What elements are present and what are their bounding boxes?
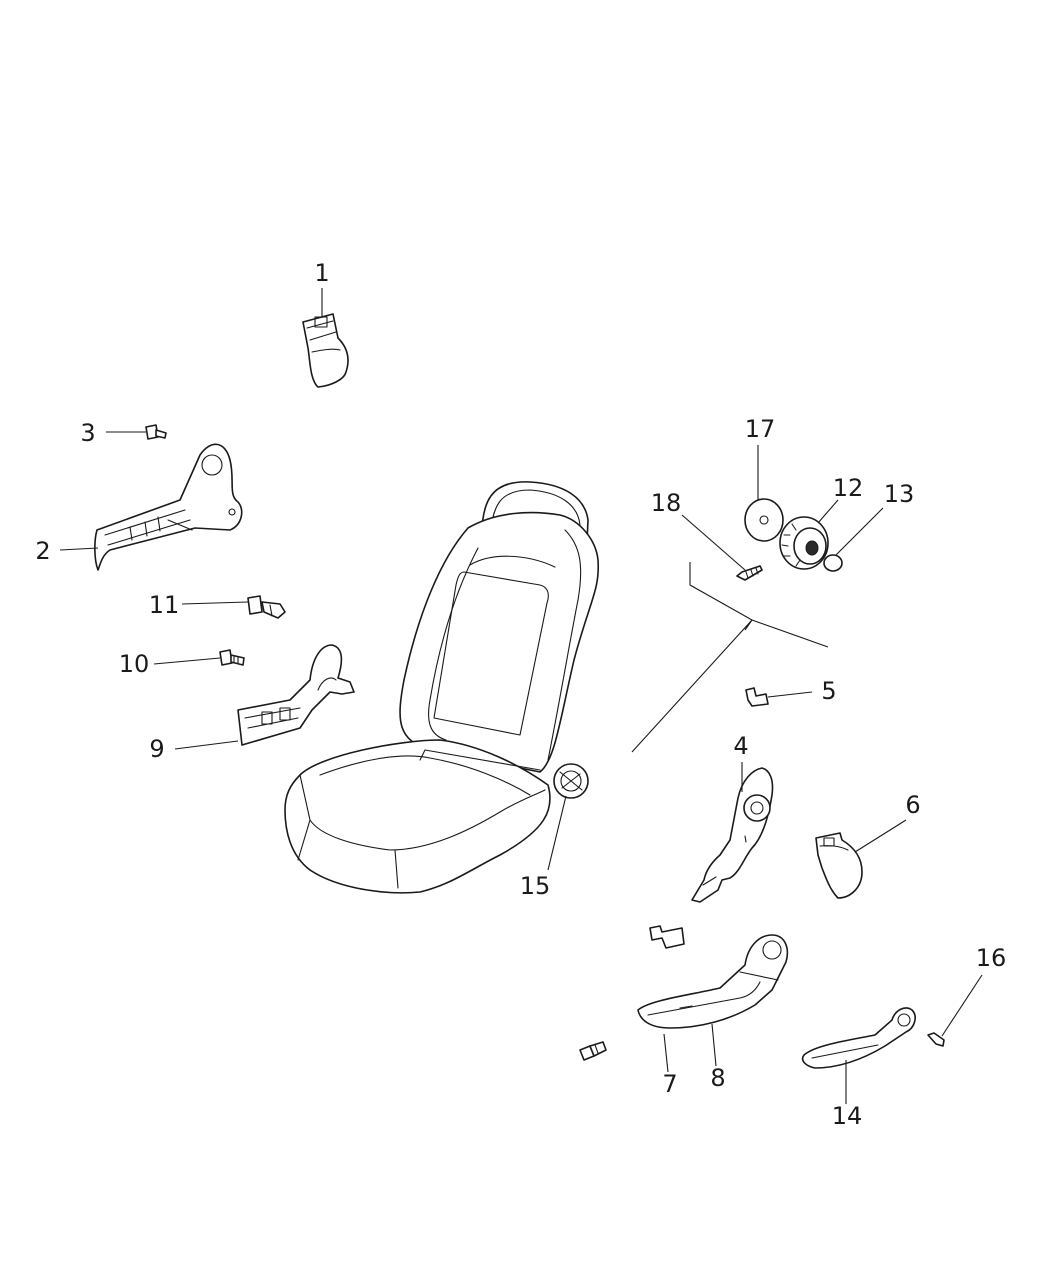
leader-lines — [59, 288, 983, 1104]
callout-10: 10 — [119, 650, 150, 678]
part-5-clip — [745, 687, 769, 707]
callout-17: 17 — [745, 415, 776, 443]
callout-9: 9 — [149, 735, 164, 763]
callout-labels: 1 2 3 4 5 6 7 8 9 10 11 12 13 14 15 16 1… — [35, 259, 1006, 1130]
part-1-handle-cover — [302, 313, 349, 388]
part-13-cap — [823, 554, 843, 572]
callout-12: 12 — [833, 474, 864, 502]
part-7-bolt — [579, 1041, 607, 1061]
part-8-seat-lever — [637, 934, 789, 1029]
callout-16: 16 — [976, 944, 1007, 972]
part-18-screw — [736, 565, 763, 581]
part-9-lever-bracket — [237, 644, 355, 746]
part-push-clip — [649, 925, 685, 949]
seat-back-insert — [433, 571, 549, 736]
callout-1: 1 — [314, 259, 329, 287]
part-12-recliner-knob — [779, 516, 829, 570]
part-14-lever — [801, 1007, 916, 1069]
callout-14: 14 — [832, 1102, 863, 1130]
part-16-screw — [927, 1032, 945, 1047]
callout-5: 5 — [821, 677, 836, 705]
assembly-indicator-lines — [631, 562, 829, 753]
callout-6: 6 — [905, 791, 920, 819]
part-11-push-pin — [247, 595, 286, 619]
callout-4: 4 — [733, 732, 748, 760]
part-4-seat-shield-right — [691, 767, 774, 903]
callout-2: 2 — [35, 537, 50, 565]
callout-3: 3 — [80, 419, 95, 447]
part-10-bolt — [219, 649, 245, 666]
part-6-handle — [815, 832, 863, 899]
seat-assembly — [284, 481, 600, 894]
seat-backrest — [399, 511, 600, 773]
callout-8: 8 — [710, 1064, 725, 1092]
part-2-seat-shield-left — [94, 443, 243, 571]
callout-7: 7 — [662, 1070, 677, 1098]
part-3-screw — [145, 424, 167, 440]
seat-cushion — [284, 739, 551, 894]
callout-18: 18 — [651, 489, 682, 517]
callout-15: 15 — [520, 872, 551, 900]
part-17-washer — [744, 498, 784, 542]
callout-11: 11 — [149, 591, 180, 619]
callout-13: 13 — [884, 480, 915, 508]
